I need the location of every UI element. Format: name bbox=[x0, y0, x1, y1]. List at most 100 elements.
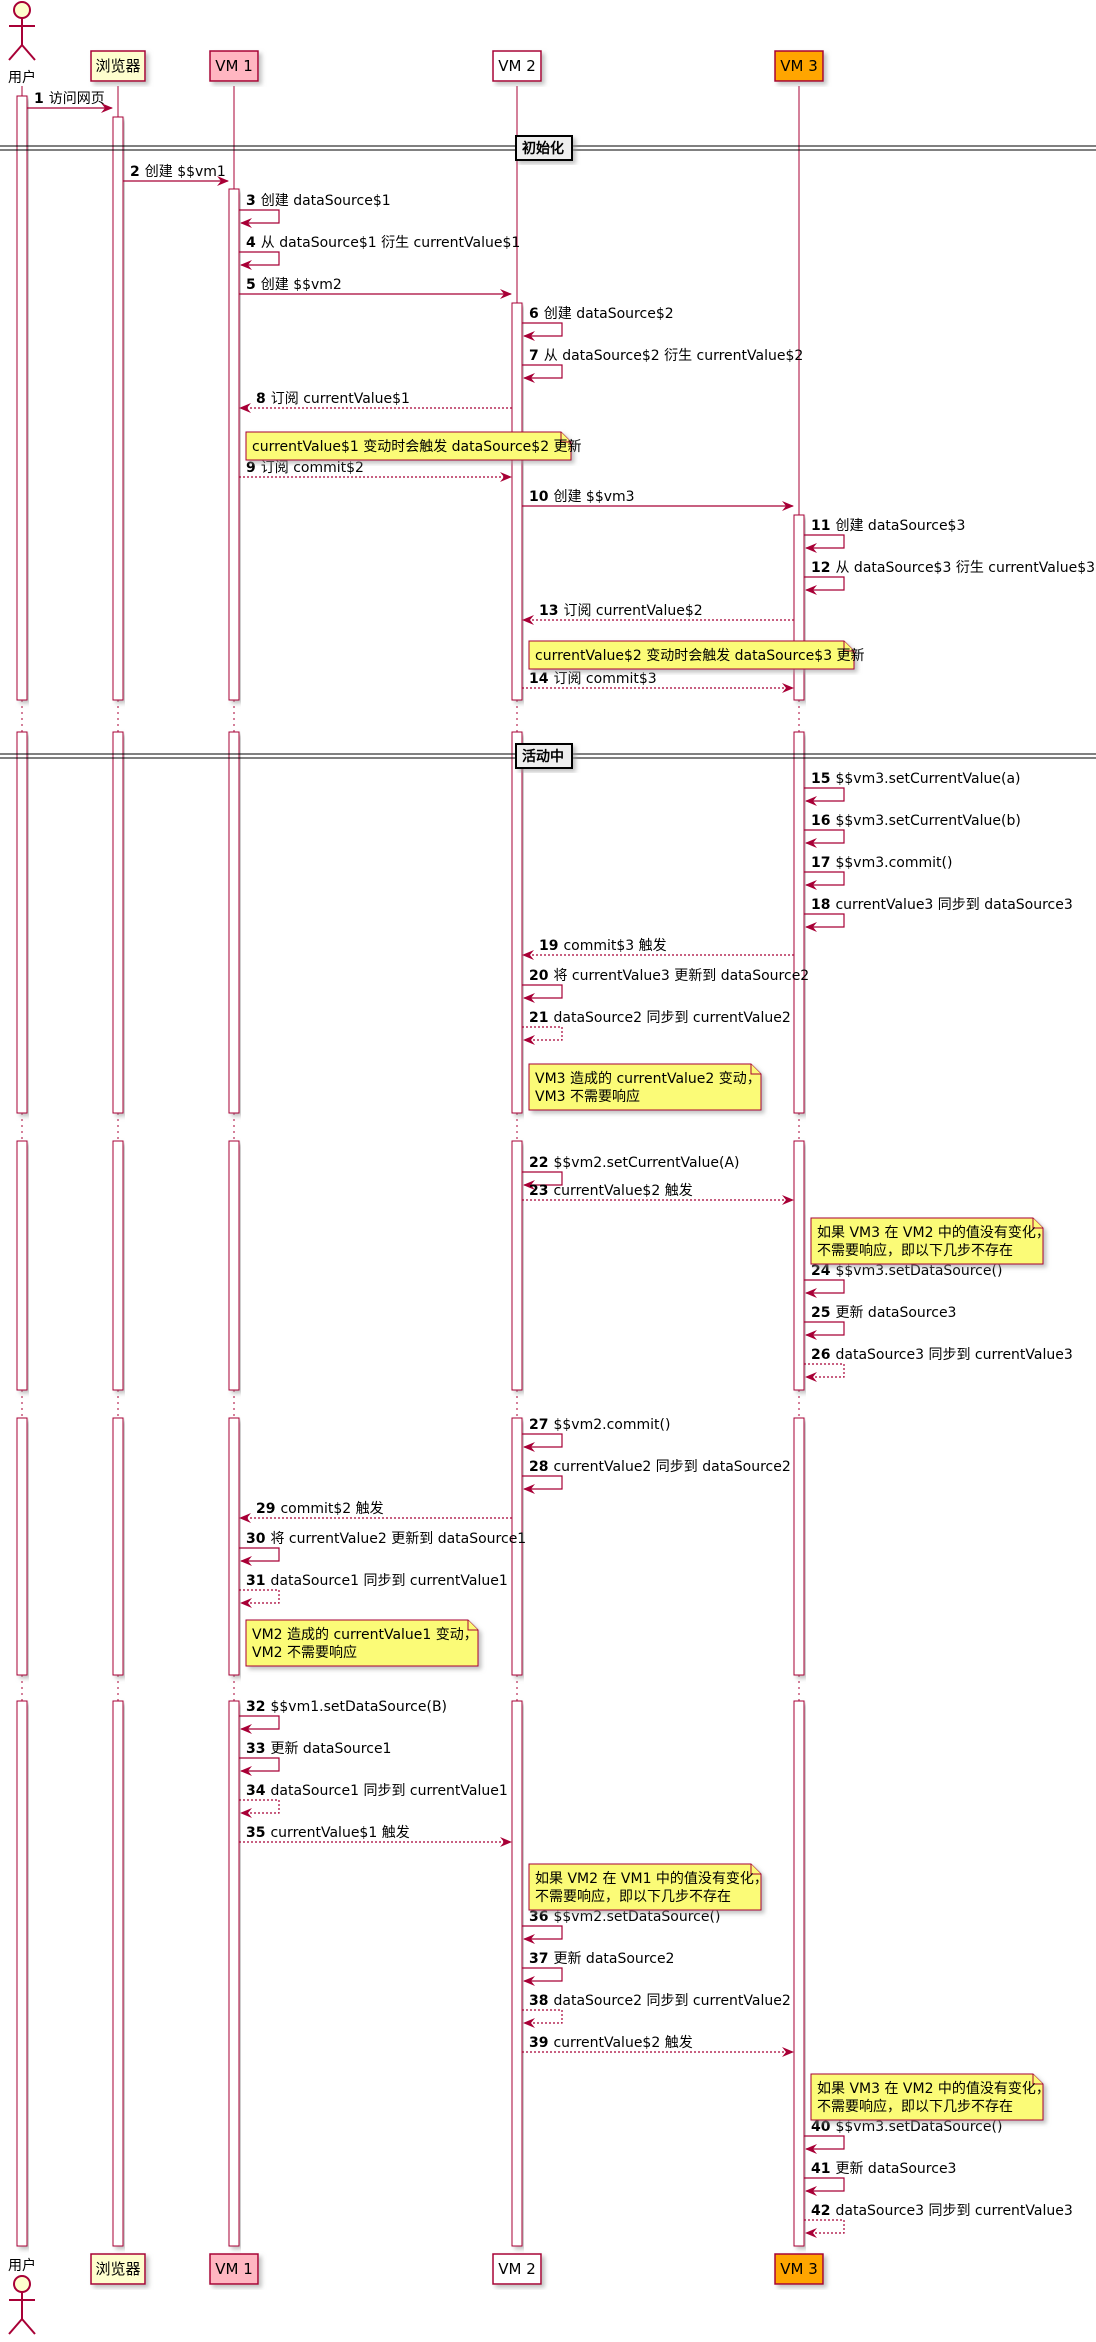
message-label: 访问网页 bbox=[49, 91, 105, 107]
message-number: 28 bbox=[529, 1459, 548, 1475]
message-number: 7 bbox=[529, 348, 539, 364]
message-number: 22 bbox=[529, 1155, 548, 1171]
message-number: 24 bbox=[811, 1263, 831, 1279]
message-label: currentValue$1 触发 bbox=[270, 1825, 409, 1841]
activation-bar-browser bbox=[112, 1140, 124, 1391]
message-label: 创建 $$vm3 bbox=[553, 489, 634, 505]
participant-label: VM 2 bbox=[498, 2260, 536, 2278]
message-text: 16$$vm3.setCurrentValue(b) bbox=[811, 813, 1021, 829]
message-arrow bbox=[804, 576, 845, 595]
message-number: 39 bbox=[529, 2035, 548, 2051]
message-arrow bbox=[522, 1475, 563, 1494]
divider-label-active: 活动中 bbox=[522, 748, 564, 765]
message-arrow bbox=[239, 1757, 280, 1776]
message-number: 1 bbox=[34, 91, 44, 107]
message-arrow bbox=[522, 2009, 563, 2028]
note-line: 如果 VM3 在 VM2 中的值没有变化， bbox=[817, 2081, 1050, 2097]
divider-init: 初始化 bbox=[0, 135, 1096, 161]
message-number: 16 bbox=[811, 813, 830, 829]
message-number: 13 bbox=[539, 603, 558, 619]
divider-label-init: 初始化 bbox=[522, 140, 564, 157]
message-22: 22 $$vm2.setCurrentValue(A) bbox=[522, 1155, 740, 1190]
message-arrow bbox=[239, 1589, 280, 1608]
message-arrow bbox=[804, 913, 845, 932]
message-number: 27 bbox=[529, 1417, 548, 1433]
participant-vm3-bottom: VM 3 bbox=[774, 2253, 824, 2285]
message-label: 创建 dataSource$2 bbox=[544, 306, 674, 322]
message-number: 30 bbox=[246, 1531, 266, 1547]
message-1: 1 访问网页 bbox=[27, 91, 113, 113]
note-line: 如果 VM2 在 VM1 中的值没有变化， bbox=[535, 1871, 768, 1887]
message-number: 19 bbox=[539, 938, 558, 954]
message-number: 38 bbox=[529, 1993, 548, 2009]
activation-bar-vm1 bbox=[228, 1417, 240, 1676]
message-arrow bbox=[522, 364, 563, 383]
activation-bar-browser bbox=[112, 1700, 124, 2247]
note: 如果 VM3 在 VM2 中的值没有变化，不需要响应，即以下几步不存在 bbox=[810, 2073, 1050, 2121]
message-number: 25 bbox=[811, 1305, 830, 1321]
message-label: $$vm2.setCurrentValue(A) bbox=[553, 1155, 739, 1171]
message-number: 32 bbox=[246, 1699, 265, 1715]
activation-bar-vm3 bbox=[793, 731, 805, 1114]
message-number: 6 bbox=[529, 306, 539, 322]
message-6: 6 创建 dataSource$2 bbox=[522, 306, 674, 341]
message-arrow bbox=[522, 1433, 563, 1452]
message-number: 21 bbox=[529, 1010, 548, 1026]
activation-bar-browser bbox=[112, 731, 124, 1114]
message-arrow bbox=[804, 2219, 845, 2238]
divider-active: 活动中 bbox=[0, 743, 1096, 769]
message-label: 创建 $$vm2 bbox=[261, 277, 342, 293]
message-number: 17 bbox=[811, 855, 830, 871]
note: currentValue$1 变动时会触发 dataSource$2 更新 bbox=[245, 431, 582, 461]
participant-label: VM 1 bbox=[215, 2260, 253, 2278]
message-arrow bbox=[804, 787, 845, 806]
message-arrow bbox=[239, 251, 280, 270]
message-number: 23 bbox=[529, 1183, 548, 1199]
participant-label: 用户 bbox=[8, 2257, 36, 2274]
message-text: 6 创建 dataSource$2 bbox=[529, 306, 674, 322]
activation-bar-vm1 bbox=[228, 731, 240, 1114]
participant-vm1-top: VM 1 bbox=[209, 50, 259, 82]
participant-vm2-bottom: VM 2 bbox=[492, 2253, 542, 2285]
activation-bar-user bbox=[16, 1140, 28, 1391]
message-arrow bbox=[522, 984, 563, 1003]
note: VM3 造成的 currentValue2 变动，VM3 不需要响应 bbox=[528, 1063, 762, 1111]
message-label: 将 currentValue3 更新到 dataSource2 bbox=[553, 968, 809, 984]
message-arrow bbox=[239, 209, 280, 228]
message-15: 15$$vm3.setCurrentValue(a) bbox=[804, 771, 1021, 806]
activation-bar-vm3 bbox=[793, 1417, 805, 1676]
participant-label: 浏览器 bbox=[95, 57, 140, 75]
message-label: $$vm1.setDataSource(B) bbox=[270, 1699, 447, 1715]
actor-icon bbox=[8, 2275, 36, 2335]
message-label: 更新 dataSource2 bbox=[553, 1951, 674, 1967]
message-label: 订阅 currentValue$1 bbox=[271, 391, 410, 407]
note-line: 不需要响应，即以下几步不存在 bbox=[817, 2098, 1013, 2115]
activation-bar-vm3 bbox=[793, 514, 805, 701]
actor-icon bbox=[8, 1, 36, 61]
message-text: 24$$vm3.setDataSource() bbox=[811, 1263, 1002, 1279]
message-number: 14 bbox=[529, 671, 549, 687]
activation-bar-vm1 bbox=[228, 188, 240, 701]
